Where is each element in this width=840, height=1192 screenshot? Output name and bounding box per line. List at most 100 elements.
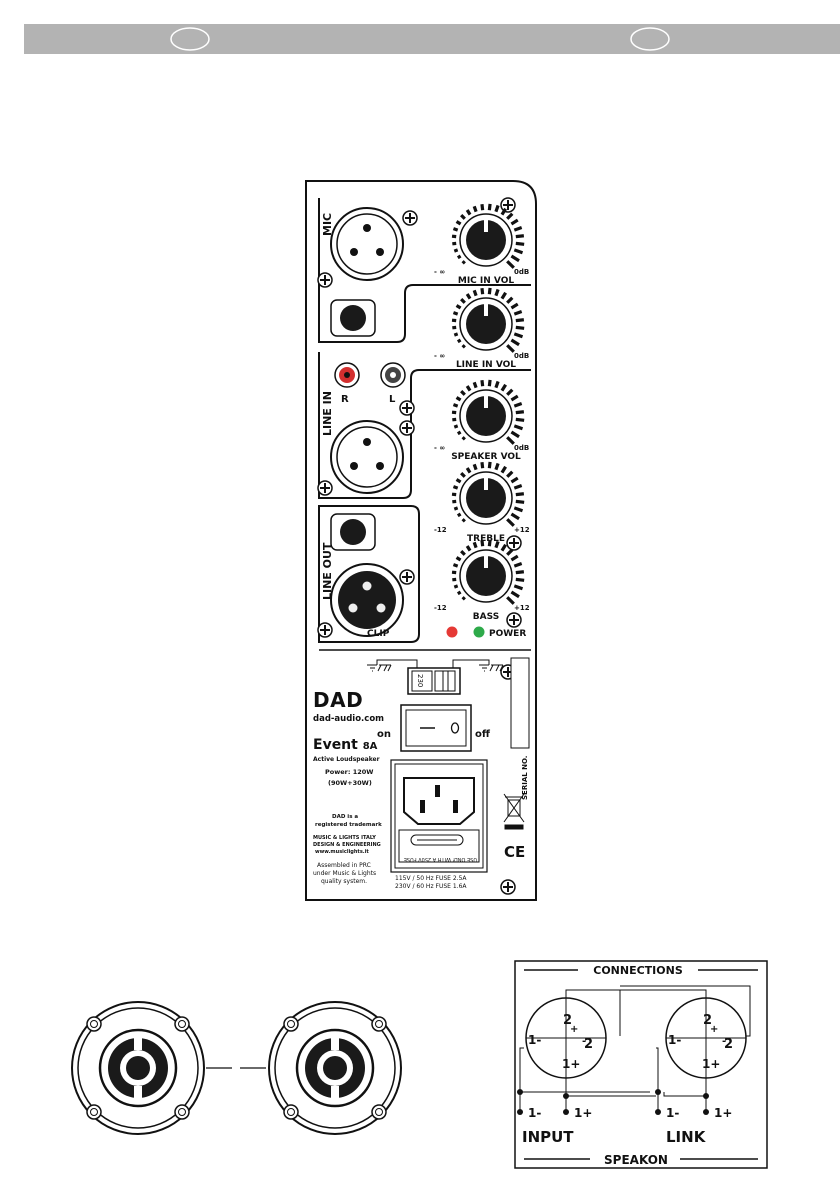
- power-switch-off-label: off: [475, 729, 491, 740]
- svg-text:-: -: [722, 1036, 726, 1047]
- line-out-section-border: [318, 505, 420, 643]
- svg-text:2: 2: [584, 1037, 593, 1052]
- rca-right-label: R: [341, 394, 349, 405]
- fuse-spec-115v: 115V / 50 Hz FUSE 2.5A: [395, 875, 467, 882]
- treble-label: TREBLE: [467, 534, 505, 544]
- designer-line-2: DESIGN & ENGINEERING: [313, 842, 381, 848]
- serial-number-label: SERIAL NO.: [521, 756, 529, 800]
- header-oval-right: [630, 27, 670, 51]
- assembled-line-3: quality system.: [321, 878, 367, 885]
- svg-text:1-: 1-: [528, 1033, 541, 1047]
- mic-section-border: [318, 198, 531, 343]
- designer-line-1: MUSIC & LIGHTS ITALY: [313, 835, 376, 841]
- speakon-sockets: [71, 1001, 402, 1135]
- link-terminal-minus: 1-: [666, 1106, 679, 1120]
- line-out-xlr-jack[interactable]: [330, 563, 404, 637]
- link-label: LINK: [666, 1128, 707, 1146]
- designer-line-3: www.musiclights.it: [315, 849, 369, 855]
- screw-icon: [317, 480, 333, 496]
- svg-text:2: 2: [724, 1037, 733, 1052]
- clip-led: [446, 626, 458, 638]
- input-terminal-minus: 1-: [528, 1106, 541, 1120]
- line-out-jack[interactable]: [330, 513, 376, 551]
- assembled-line-2: under Music & Lights: [313, 870, 376, 877]
- screw-icon: [399, 420, 415, 436]
- fuse-spec-230v: 230V / 60 Hz FUSE 1.6A: [395, 883, 467, 890]
- fuse-warning: USE ONLY WITH A 250V FUSE: [404, 856, 477, 862]
- bass-max-label: +12: [514, 604, 530, 612]
- mic-jack-input[interactable]: [330, 299, 376, 337]
- rca-left-label: L: [389, 394, 396, 405]
- power-switch-on-label: on: [377, 729, 391, 740]
- rear-panel: MIC LINE IN LINE OUT R L: [305, 180, 537, 901]
- speaker-vol-label: SPEAKER VOL: [451, 452, 521, 462]
- svg-text:1+: 1+: [562, 1057, 580, 1071]
- assembled-line-1: Assembled in PRC: [317, 862, 371, 869]
- trademark-line-2: registered trademark: [315, 822, 382, 828]
- treble-min-label: -12: [434, 526, 447, 534]
- input-connector-diagram: 2 + 1- 2 - 1+: [525, 997, 607, 1079]
- screws: [317, 197, 522, 895]
- screw-icon: [500, 879, 516, 895]
- svg-text:+: +: [570, 1024, 578, 1035]
- serial-number-box: [510, 657, 530, 749]
- connections-footer: SPEAKON: [604, 1153, 668, 1167]
- rca-right-jack[interactable]: [334, 362, 360, 388]
- model-name: Event 8A: [313, 737, 378, 753]
- ground-lift-switch[interactable]: [407, 667, 461, 695]
- screw-icon: [399, 569, 415, 585]
- terminal-dots: [517, 1089, 709, 1115]
- model-power: Power: 120W: [325, 768, 373, 776]
- clip-led-label: CLIP: [367, 629, 390, 639]
- speakon-link-socket[interactable]: [268, 1001, 402, 1135]
- mic-section-label: MIC: [321, 213, 334, 236]
- mic-in-vol-min-label: - ∞: [434, 268, 445, 276]
- line-in-vol-label: LINE IN VOL: [456, 360, 516, 370]
- link-terminal-plus: 1+: [714, 1106, 732, 1120]
- link-connector-diagram: 2 + 1- 2 - 1+: [665, 997, 747, 1079]
- bass-min-label: -12: [434, 604, 447, 612]
- svg-text:+: +: [710, 1024, 718, 1035]
- panel-outline: [305, 180, 537, 901]
- bass-label: BASS: [473, 612, 499, 622]
- line-in-vol-max-label: 0dB: [514, 352, 529, 360]
- power-led: [473, 626, 485, 638]
- brand-website: dad-audio.com: [313, 714, 384, 724]
- mic-in-vol-label: MIC IN VOL: [458, 276, 515, 286]
- model-power-split: (90W+30W): [328, 779, 372, 787]
- header-oval-left: [170, 27, 210, 51]
- screw-icon: [506, 535, 522, 551]
- trademark-line-1: DAD is a: [332, 814, 358, 820]
- svg-text:2: 2: [703, 1013, 712, 1028]
- line-in-section-label: LINE IN: [321, 391, 334, 436]
- connections-title: CONNECTIONS: [593, 964, 683, 977]
- mic-xlr-input-jack[interactable]: [330, 207, 404, 281]
- iec-power-inlet[interactable]: [403, 777, 475, 825]
- line-in-vol-min-label: - ∞: [434, 352, 445, 360]
- rca-left-jack[interactable]: [380, 362, 406, 388]
- weee-bin-icon: [503, 793, 525, 830]
- svg-text:2: 2: [563, 1013, 572, 1028]
- ce-mark: CE: [504, 843, 525, 861]
- speakon-input-socket[interactable]: [71, 1001, 205, 1135]
- fuse-holder[interactable]: [398, 829, 480, 863]
- line-in-xlr-jack[interactable]: [330, 420, 404, 494]
- svg-text:1+: 1+: [702, 1057, 720, 1071]
- ground-left-icon: [367, 659, 418, 672]
- mic-in-vol-max-label: 0dB: [514, 268, 529, 276]
- input-terminal-plus: 1+: [574, 1106, 592, 1120]
- power-switch[interactable]: [400, 704, 472, 752]
- power-led-label: POWER: [489, 629, 526, 639]
- screw-icon: [506, 612, 522, 628]
- svg-text:-: -: [582, 1036, 586, 1047]
- voltage-switch-label: 230: [416, 674, 424, 687]
- screw-icon: [317, 272, 333, 288]
- treble-max-label: +12: [514, 526, 530, 534]
- line-in-section-border: [318, 352, 531, 499]
